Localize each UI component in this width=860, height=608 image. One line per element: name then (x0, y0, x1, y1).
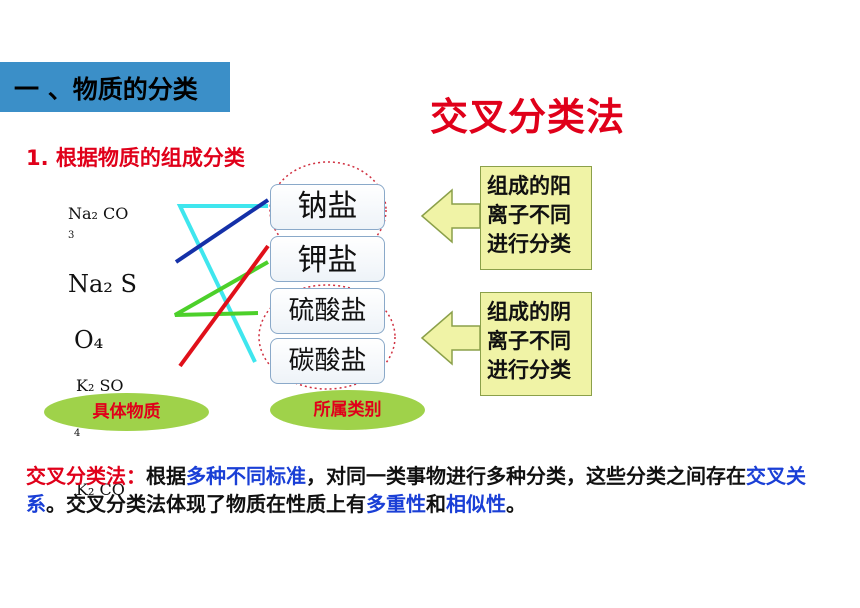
category-sodium-salt: 钠盐 (270, 184, 385, 230)
cation-note: 组成的阳离子不同进行分类 (480, 166, 592, 270)
arrow-to-anion-group (420, 310, 481, 366)
cyan-connection-line (176, 204, 268, 363)
definition-text-3: 。交叉分类法体现了物质在性质上有 (46, 492, 366, 516)
keyword-cross-relation: 交叉关系 (26, 464, 806, 516)
definition-paragraph: 交叉分类法：根据多种不同标准，对同一类事物进行多种分类，这些分类之间存在交叉关系… (26, 462, 836, 518)
substance-1-subscript: 3 (68, 230, 75, 241)
category-potassium-salt: 钾盐 (270, 236, 385, 282)
navy-connection-line (174, 198, 270, 264)
category-carbonate: 碳酸盐 (270, 338, 385, 384)
main-title: 交叉分类法 (430, 95, 626, 139)
red-connection-line (178, 244, 270, 368)
definition-text-4: 和 (426, 492, 446, 516)
definition-text-5: 。 (506, 492, 526, 516)
arrow-to-cation-group (420, 188, 481, 244)
substance-3: K₂ SO (76, 376, 124, 395)
definition-term: 交叉分类法： (26, 464, 146, 488)
definition-text-2: ，对同一类事物进行多种分类，这些分类之间存在 (306, 464, 746, 488)
keyword-multiple-standards: 多种不同标准 (186, 464, 306, 488)
substances-label: 具体物质 (44, 393, 209, 431)
categories-label: 所属类别 (270, 390, 425, 430)
substance-1: Na₂ CO (68, 204, 129, 223)
substance-4: K₂ CO (76, 480, 125, 499)
anion-group-ellipse (258, 284, 396, 390)
substance-3-subscript: 4 (74, 428, 81, 439)
keyword-multiplicity: 多重性 (366, 492, 426, 516)
green-connection-line (174, 260, 269, 317)
anion-note: 组成的阴离子不同进行分类 (480, 292, 592, 396)
substance-2: Na₂ S (68, 270, 137, 298)
category-sulfate: 硫酸盐 (270, 288, 385, 334)
definition-text-1: 根据 (146, 464, 186, 488)
keyword-similarity: 相似性 (446, 492, 506, 516)
substance-2-tail: O₄ (74, 326, 104, 354)
section-title: 一 、物质的分类 (0, 62, 230, 112)
subtitle: 1. 根据物质的组成分类 (26, 146, 245, 170)
